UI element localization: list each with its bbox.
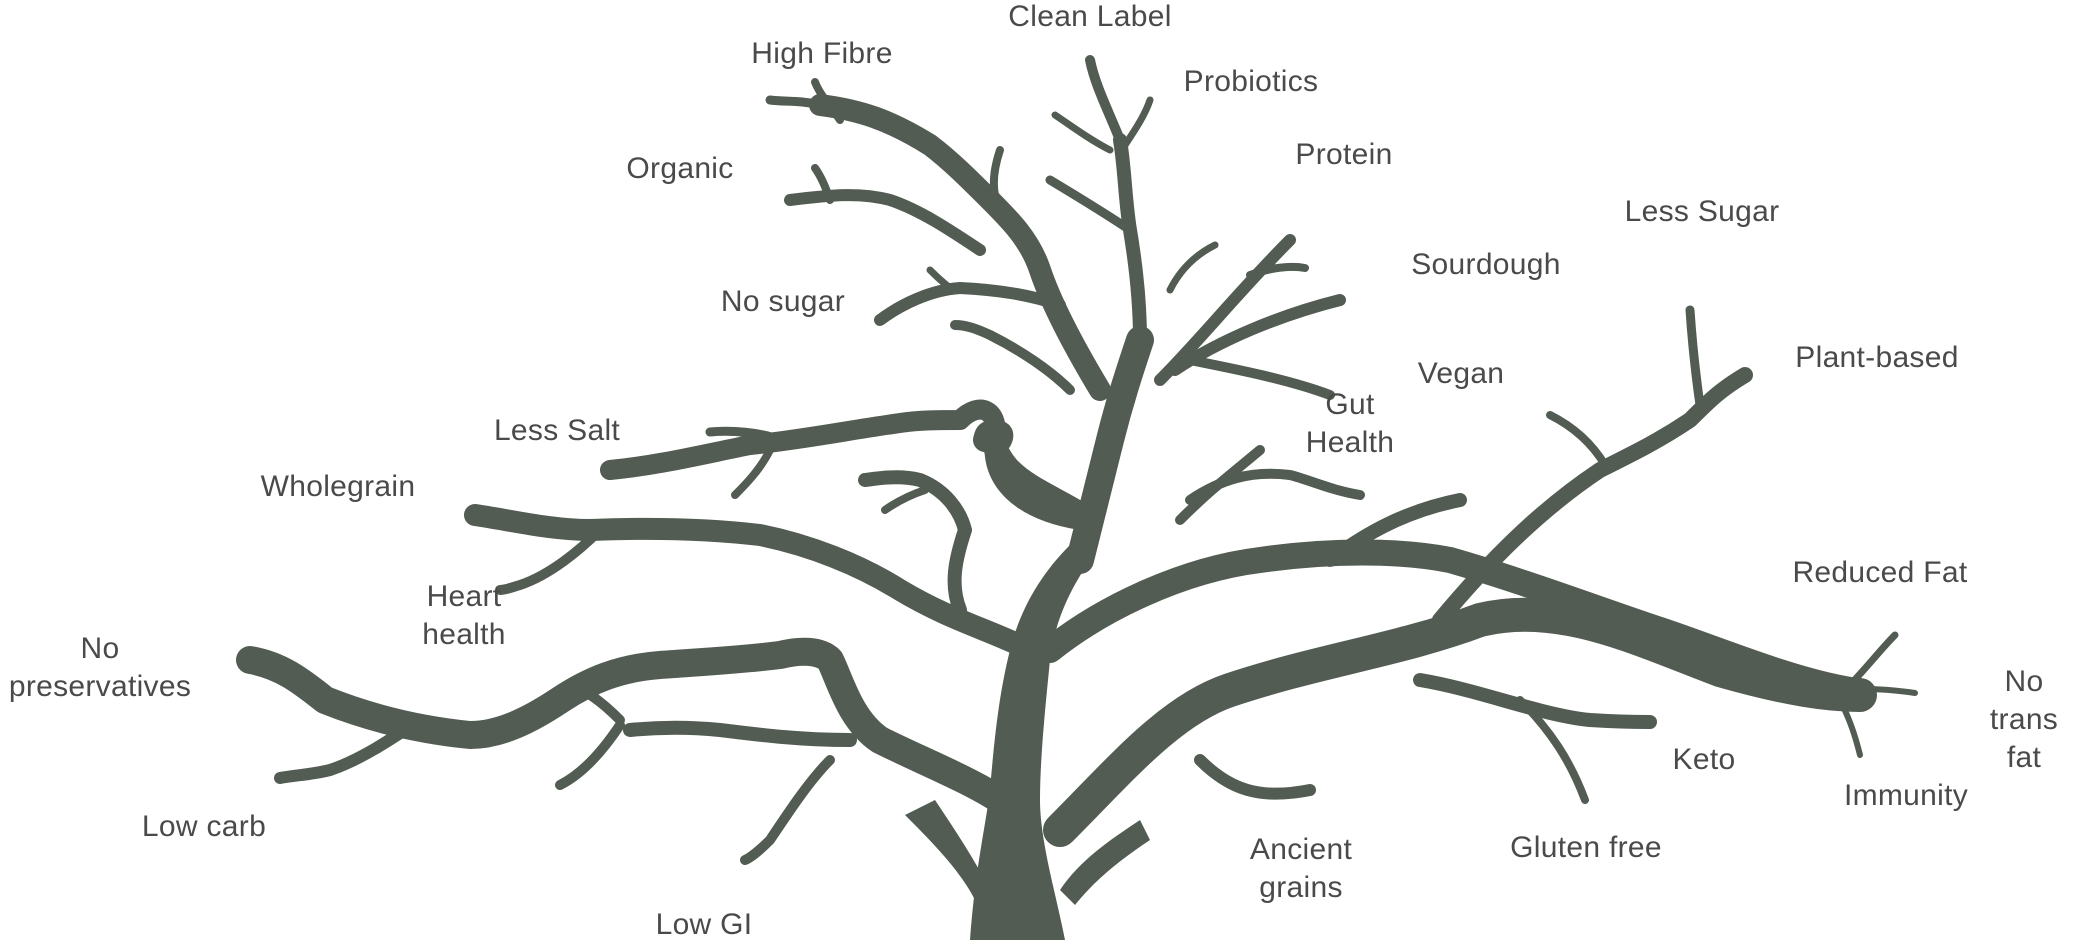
label-no-sugar: No sugar [721, 283, 845, 321]
trunk-flare-left [905, 800, 990, 900]
branch-left-upper [820, 105, 1100, 390]
twig-lower-left [955, 325, 1070, 390]
twig-heart-curl [885, 490, 925, 510]
twig-protein-small [1170, 245, 1215, 290]
label-vegan: Vegan [1418, 355, 1505, 393]
branch-organic [790, 195, 980, 250]
twig-low-gi-2 [745, 760, 830, 860]
twig-highfibre [770, 100, 820, 105]
label-no-trans-fat-line-1: No trans [1990, 663, 2058, 739]
label-plant-based: Plant-based [1795, 339, 1958, 377]
label-gluten-free: Gluten free [1510, 829, 1662, 867]
label-no-preservatives-line-2: preservatives [9, 668, 191, 706]
label-less-salt: Less Salt [494, 412, 620, 450]
label-no-preservatives: No preservatives [9, 630, 191, 706]
branch-probiotics [1120, 140, 1140, 340]
label-ancient-grains-line-1: Ancient [1250, 831, 1352, 869]
label-gut-health: Gut Health [1306, 386, 1395, 462]
label-less-sugar: Less Sugar [1625, 193, 1780, 231]
label-keto: Keto [1673, 741, 1736, 779]
label-no-trans-fat-line-2: fat [1990, 739, 2058, 777]
twig-low-gi [560, 725, 620, 785]
label-heart-health: Heart health [422, 578, 506, 654]
twig-probiotics-small [1055, 115, 1110, 150]
label-no-trans-fat: No trans fat [1990, 663, 2058, 777]
label-wholegrain: Wholegrain [261, 468, 416, 506]
label-immunity: Immunity [1844, 777, 1968, 815]
twig-plantbased-up [1690, 310, 1700, 405]
label-probiotics: Probiotics [1184, 63, 1319, 101]
twig-low-carb [280, 720, 420, 778]
label-ancient-grains-line-2: grains [1250, 869, 1352, 907]
label-high-fibre: High Fibre [751, 35, 892, 73]
label-heart-health-line-2: health [422, 616, 506, 654]
label-heart-health-line-1: Heart [422, 578, 506, 616]
label-gut-health-line-2: Health [1306, 424, 1395, 462]
label-low-carb: Low carb [142, 808, 266, 846]
label-clean-label: Clean Label [1008, 0, 1171, 36]
label-ancient-grains: Ancient grains [1250, 831, 1352, 907]
twig-lower-left-branch [630, 728, 850, 740]
twig-probiotics-left [1050, 180, 1130, 230]
label-protein: Protein [1295, 136, 1392, 174]
branch-protein [1160, 240, 1290, 380]
branch-wholegrain [475, 515, 1030, 650]
twig-plantbased-left [1550, 415, 1605, 465]
twig-gut [1180, 450, 1260, 520]
label-no-preservatives-line-1: No [9, 630, 191, 668]
twig-wholegrain-down [500, 530, 600, 590]
twig-clean [1090, 60, 1120, 140]
twig-probiotics [1125, 100, 1150, 145]
branch-nosugar [880, 288, 1060, 320]
label-low-gi: Low GI [656, 906, 753, 944]
branch-ancient [1200, 760, 1310, 794]
label-gut-health-line-1: Gut [1306, 386, 1395, 424]
label-organic: Organic [626, 150, 733, 188]
label-reduced-fat: Reduced Fat [1792, 554, 1967, 592]
label-sourdough: Sourdough [1411, 246, 1561, 284]
